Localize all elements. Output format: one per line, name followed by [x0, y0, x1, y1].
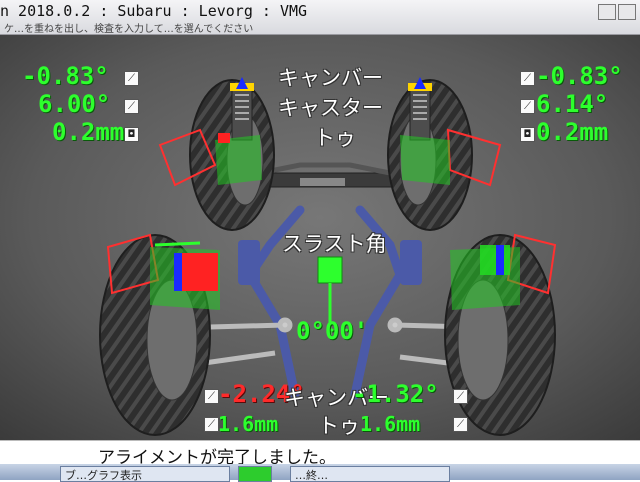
minimize-button[interactable] [598, 4, 616, 20]
edit-icon[interactable]: ⟋ [520, 71, 535, 86]
toe-settings-icon[interactable]: ◘ [124, 127, 139, 142]
front-left-camber: -0.83° [22, 62, 109, 90]
thrust-angle-label: スラスト角 [282, 232, 387, 256]
rear-right-wheel [444, 233, 557, 436]
camber-label: キャンバー [278, 66, 383, 90]
edit-icon[interactable]: ⟋ [204, 417, 219, 432]
toe-settings-icon[interactable]: ◘ [520, 127, 535, 142]
thrust-angle-marker [317, 256, 343, 335]
exhaust-pipes [238, 205, 422, 400]
edit-icon[interactable]: ⟋ [204, 389, 219, 404]
edit-icon[interactable]: ⟋ [453, 389, 468, 404]
rear-right-toe: 1.6mm [360, 412, 421, 436]
rear-left-toe: 1.6mm [218, 412, 279, 436]
window-title: n 2018.0.2 : Subaru : Levorg : VMG [0, 2, 308, 20]
rear-left-camber: -2.24° [218, 380, 305, 408]
front-left-toe: 0.2mm [52, 118, 125, 146]
edit-icon[interactable]: ⟋ [124, 99, 139, 114]
window-titlebar: n 2018.0.2 : Subaru : Levorg : VMG ケ…を重ね… [0, 0, 640, 35]
status-message: アライメントが完了しました。 [98, 448, 336, 468]
status-bar: アライメントが完了しました。 [0, 440, 640, 468]
front-right-wheel [387, 77, 502, 231]
edit-icon[interactable]: ⟋ [453, 417, 468, 432]
bottom-toolbar: ブ…グラフ表示 …終… [0, 464, 640, 482]
front-left-caster: 6.00° [38, 90, 111, 118]
front-right-camber: -0.83° [536, 62, 623, 90]
caster-label: キャスター [278, 96, 383, 120]
rear-right-camber: -1.32° [352, 380, 439, 408]
close-button[interactable] [618, 4, 636, 20]
edit-icon[interactable]: ⟋ [520, 99, 535, 114]
thrust-angle-value: 0°00' [296, 317, 369, 345]
rear-camber-label: キャンバー [284, 386, 389, 410]
edit-icon[interactable]: ⟋ [124, 71, 139, 86]
toe-label: トゥ [314, 126, 356, 150]
front-right-caster: 6.14° [536, 90, 609, 118]
front-right-toe: 0.2mm [536, 118, 609, 146]
graph-view-button[interactable]: ブ…グラフ表示 [60, 466, 230, 482]
rear-toe-label: トゥ [318, 414, 360, 438]
window-subtitle: ケ…を重ねを出し、検査を入力して…を選んでください [4, 24, 254, 35]
front-left-wheel [158, 77, 275, 231]
rear-left-wheel [99, 233, 220, 436]
